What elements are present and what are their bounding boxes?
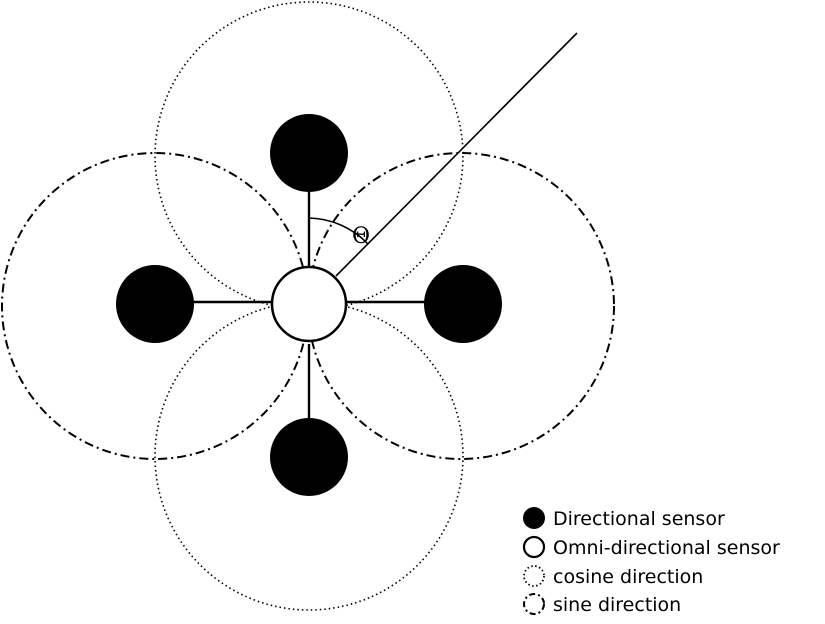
legend-sine-label: sine direction — [553, 594, 681, 616]
legend-omni-symbol — [522, 535, 546, 559]
directional-sensor-bottom — [270, 418, 348, 496]
legend-directional-symbol — [523, 507, 545, 529]
directional-sensor-left — [116, 265, 194, 343]
legend-directional-label: Directional sensor — [553, 508, 725, 530]
legend-cosine-label: cosine direction — [553, 566, 703, 588]
legend: Directional sensor Omni-directional sens… — [522, 507, 780, 616]
legend-sine-symbol — [523, 593, 545, 615]
angle-label: Θ — [352, 224, 370, 249]
directional-sensor-right — [424, 265, 502, 343]
legend-cosine-symbol — [523, 565, 545, 587]
angle-arc — [308, 217, 369, 245]
angle-ray — [335, 32, 578, 277]
directional-sensor-top — [270, 114, 348, 192]
legend-omni-label: Omni-directional sensor — [553, 537, 780, 559]
cosine-pattern-top — [154, 1, 464, 311]
omni-directional-sensor — [270, 265, 348, 343]
